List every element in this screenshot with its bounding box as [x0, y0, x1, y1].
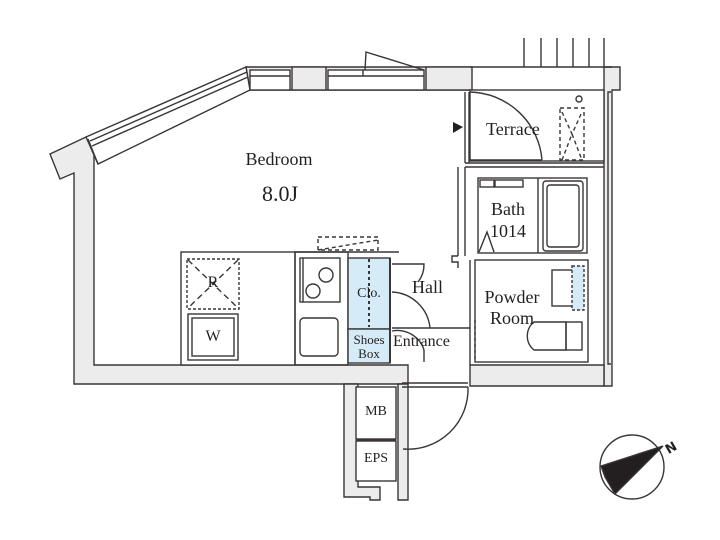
mb-label: MB: [365, 404, 387, 419]
bath-label: Bath: [491, 199, 525, 219]
balcony-railing: [470, 38, 612, 68]
dimension-bracket: [607, 91, 611, 365]
bath: [477, 177, 588, 254]
closet-label: Clo.: [357, 286, 381, 301]
powder-room-label-2: Room: [489, 308, 535, 328]
entrance-label: Entrance: [393, 333, 450, 350]
angled-window: [85, 66, 251, 165]
terrace: [464, 89, 605, 163]
hall-doors: [391, 263, 470, 362]
eps-label: EPS: [363, 451, 389, 466]
interior-walls: [451, 162, 604, 268]
terrace-label: Terrace: [486, 119, 540, 139]
entry-arrow-icon: [453, 122, 463, 133]
entrance-door: [355, 382, 469, 482]
shoes-box-label-1: Shoes: [353, 332, 385, 347]
top-windows: [249, 51, 473, 91]
bedroom-label: Bedroom: [245, 149, 313, 169]
washer-label: W: [205, 328, 221, 345]
shoes-box-label-2: Box: [358, 346, 380, 361]
bath-size: 1014: [490, 221, 526, 241]
refrigerator-label: R: [207, 274, 219, 291]
storage: [347, 257, 391, 364]
powder-room: [469, 259, 589, 365]
hall-label: Hall: [412, 277, 443, 297]
bedroom-area: 8.0J: [261, 181, 299, 206]
powder-room-label-1: Powder: [484, 287, 540, 307]
kitchen: [180, 236, 399, 366]
compass-icon: [599, 434, 665, 500]
